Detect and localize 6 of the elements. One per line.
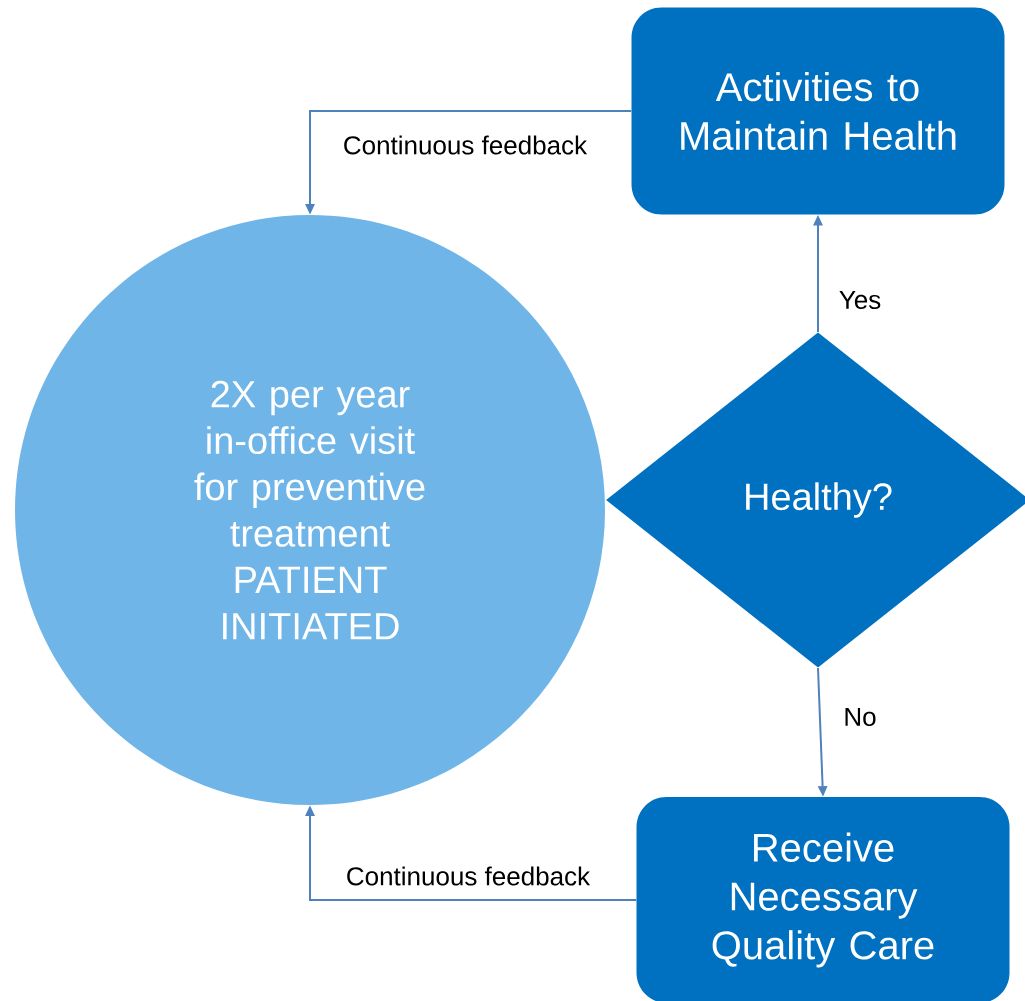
edge-label: No — [842, 706, 878, 728]
process-box: Activities to Maintain Health — [631, 7, 1005, 215]
edge-label: Continuous feedback — [344, 865, 592, 887]
edge-label: Continuous feedback — [341, 134, 589, 156]
edge-label: Yes — [837, 289, 883, 311]
process-box: Receive Necessary Quality Care — [636, 797, 1010, 1001]
